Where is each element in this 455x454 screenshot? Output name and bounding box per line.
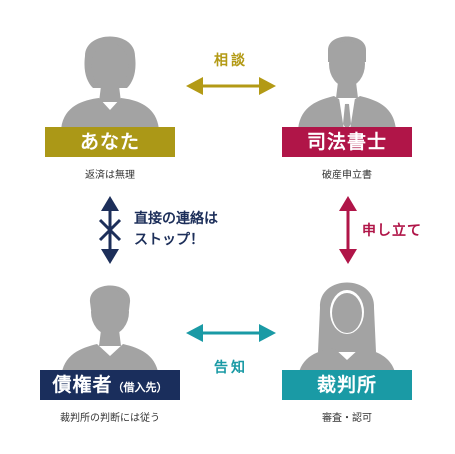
person-man-suit-icon [298, 36, 396, 130]
you-caption: 返済は無理 [85, 170, 135, 181]
creditor-label: 債権者（借入先） [40, 370, 180, 400]
court-label: 裁判所 [282, 370, 412, 400]
consult-arrow [186, 77, 276, 95]
blocked-contact-arrow [98, 196, 122, 264]
notice-label: 告知 [214, 360, 248, 376]
stop-text: 直接の連絡は ストップ！ [134, 209, 218, 251]
you-label-text: あなた [79, 131, 140, 153]
filing-arrow [339, 196, 357, 264]
scrivener-label: 司法書士 [282, 127, 412, 157]
you-label: あなた [45, 127, 175, 157]
person-woman-icon [61, 36, 159, 130]
court-caption: 審査・認可 [322, 413, 372, 424]
creditor-label-suffix: （借入先） [112, 381, 168, 394]
scrivener-label-text: 司法書士 [306, 131, 387, 153]
cross-mark-icon [98, 218, 122, 242]
court-label-text: 裁判所 [316, 374, 377, 396]
creditor-label-text: 債権者 [52, 374, 113, 396]
creditor-caption: 裁判所の判断には従う [60, 413, 160, 424]
consult-label: 相談 [214, 53, 248, 69]
person-woman-longhair-icon [298, 282, 396, 378]
stop-text-line1: 直接の連絡は [134, 211, 218, 227]
scrivener-caption: 破産申立書 [322, 170, 372, 181]
person-man-icon [61, 285, 159, 378]
notice-arrow [186, 324, 276, 342]
stop-text-line2: ストップ！ [134, 232, 204, 248]
filing-label: 申し立て [362, 223, 422, 239]
